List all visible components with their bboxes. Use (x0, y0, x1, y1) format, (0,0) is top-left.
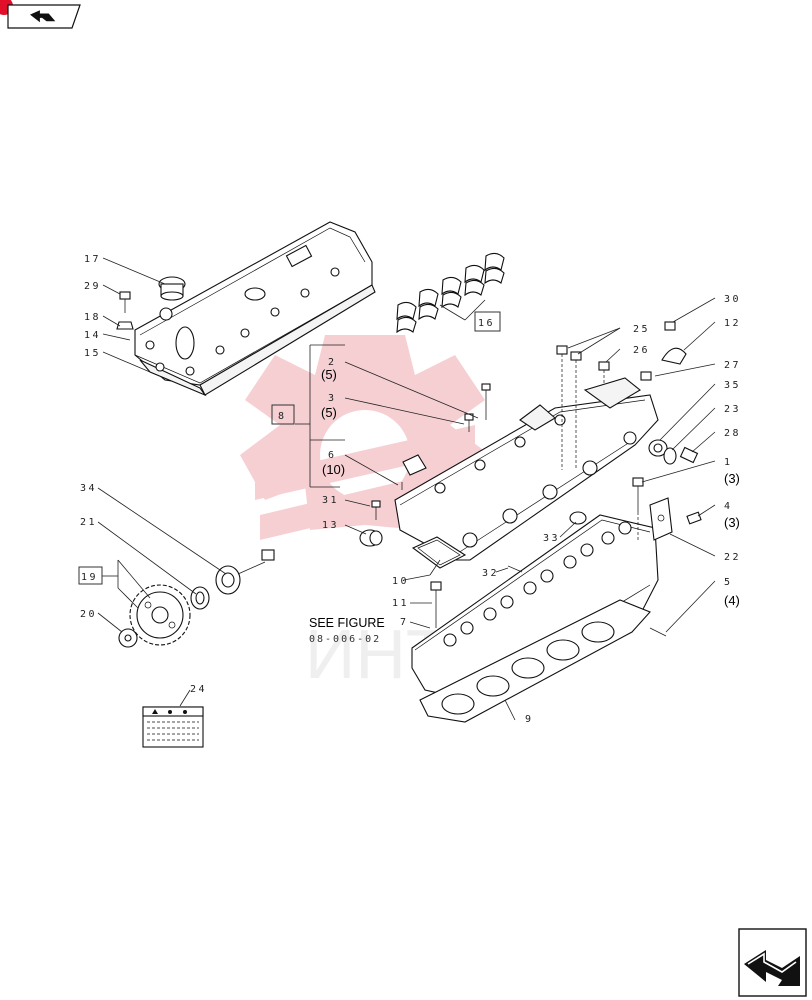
label-part-3: 3 (328, 393, 337, 404)
rocker-shim-set (396, 252, 505, 334)
carrier-bracket (402, 454, 427, 476)
label-part-17: 17 (84, 254, 101, 265)
label-part-30: 30 (724, 294, 741, 305)
camshaft-gear (129, 584, 191, 646)
gear-hub-bolt (215, 549, 275, 595)
label-part-14: 14 (84, 330, 101, 341)
seal-ring (648, 439, 699, 465)
head-gasket (419, 599, 651, 723)
label-part-28: 28 (724, 428, 741, 439)
label-part-20: 20 (80, 609, 97, 620)
plug-seal (359, 529, 383, 547)
label-part-26: 26 (633, 345, 650, 356)
label-part-12: 12 (724, 318, 741, 329)
back-nav-button[interactable] (0, 0, 84, 34)
part-labels: 17 29 18 14 15 34 21 20 24 2 3 6 31 13 1… (80, 254, 741, 725)
return-arrow-icon (744, 950, 800, 986)
label-part-10: 10 (392, 576, 409, 587)
label-part-21: 21 (80, 517, 97, 528)
lifting-eye (661, 347, 687, 365)
head-bolts (430, 477, 667, 637)
label-part-33: 33 (543, 533, 560, 544)
carrier-gasket (411, 536, 467, 569)
cover-plate (649, 497, 702, 541)
note-part-1-qty: (3) (724, 471, 740, 486)
label-part-5: 5 (724, 577, 733, 588)
label-part-18: 18 (84, 312, 101, 323)
figure-reference: SEE FIGURE 08-006-02 (309, 616, 385, 645)
label-part-24: 24 (190, 684, 207, 695)
camshaft-carrier (394, 377, 659, 561)
label-part-6: 6 (328, 450, 337, 461)
figure-number-link[interactable]: 08-006-02 (309, 634, 381, 645)
group-labels: 8 16 19 (78, 311, 501, 585)
label-part-25: 25 (633, 324, 650, 335)
label-part-7: 7 (400, 617, 409, 628)
label-part-13: 13 (322, 520, 339, 531)
group-8-bracket (295, 344, 345, 488)
valve-cover (134, 221, 376, 397)
warning-decal (142, 706, 204, 748)
see-figure-text: SEE FIGURE (309, 616, 385, 630)
label-group-16: 16 (478, 318, 495, 329)
label-part-34: 34 (80, 483, 97, 494)
note-part-4-qty: (3) (724, 515, 740, 530)
label-part-9: 9 (525, 714, 534, 725)
cover-bolt (116, 291, 134, 330)
return-nav-button[interactable] (738, 928, 808, 998)
quantity-notes: (5) (5) (10) (3) (3) (4) (321, 367, 740, 608)
group-19-bracket (102, 559, 151, 609)
note-part-6-qty: (10) (322, 462, 345, 477)
label-part-4: 4 (724, 501, 733, 512)
note-part-5-qty: (4) (724, 593, 740, 608)
label-part-22: 22 (724, 552, 741, 563)
upper-bolts (556, 321, 676, 470)
label-part-11: 11 (392, 598, 409, 609)
label-group-8: 8 (278, 411, 287, 422)
spacer-ring (190, 586, 210, 610)
label-part-31: 31 (322, 495, 339, 506)
label-part-1: 1 (724, 457, 733, 468)
label-part-2: 2 (328, 357, 337, 368)
label-part-15: 15 (84, 348, 101, 359)
label-group-19: 19 (81, 572, 98, 583)
leader-lines (97, 257, 716, 721)
note-part-2-qty: (5) (321, 367, 337, 382)
note-part-3-qty: (5) (321, 405, 337, 420)
label-part-32: 32 (482, 568, 499, 579)
thrust-washer (118, 628, 138, 648)
label-part-29: 29 (84, 281, 101, 292)
return-arrow-icon (30, 10, 56, 23)
oil-filler-cap (158, 276, 186, 301)
label-part-23: 23 (724, 404, 741, 415)
label-part-35: 35 (724, 380, 741, 391)
label-part-27: 27 (724, 360, 741, 371)
